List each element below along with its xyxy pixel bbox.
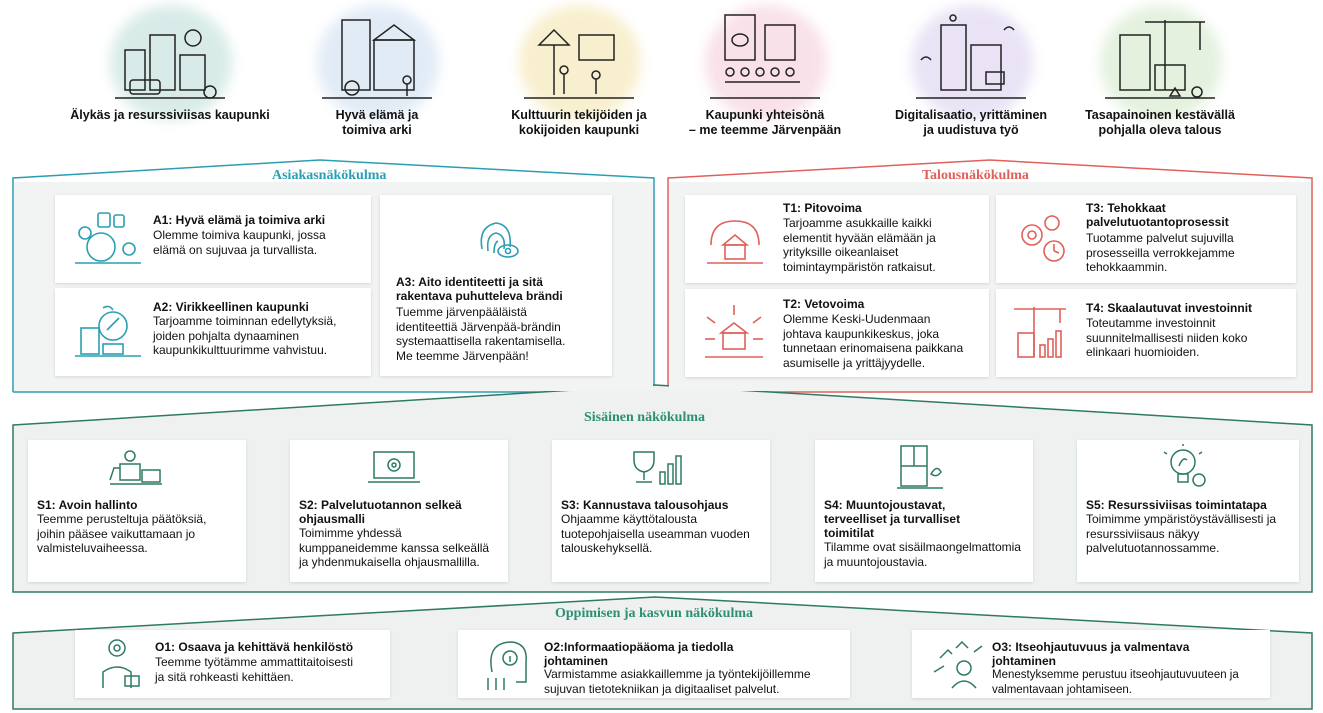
fingerprint-icon [480,222,519,258]
goal-community: Kaupunki yhteisönä – me teemme Järvenpää… [665,0,865,160]
card-o3: O3: Itseohjautuvuus ja valmentava johtam… [912,630,1270,698]
card-s3: S3: Kannustava talousohjaus Ohjaamme käy… [552,440,770,582]
card-text: Ohjaamme käyttötalousta tuotepohjaisella… [561,512,750,555]
card-title: S5: Resurssiviisas toimintatapa [1086,498,1267,512]
construction-crane-icon [1014,307,1066,358]
card-t3: T3: Tehokkaat palvelutuotantoprosessit T… [996,195,1296,283]
card-title: O2:Informaatiopääoma ja tiedolla johtami… [544,640,734,668]
card-s4: S4: Muuntojoustavat, terveelliset ja tur… [815,440,1033,582]
card-o1: O1: Osaava ja kehittävä henkilöstö Teemm… [75,630,390,698]
card-title: O1: Osaava ja kehittävä henkilöstö [155,640,354,654]
internal-perspective-title: Sisäinen näkökulma [584,410,705,425]
home-magnet-icon [707,220,763,264]
card-title: S3: Kannustava talousohjaus [561,498,729,512]
card-title: S2: Palvelutuotannon selkeä ohjausmalli [299,498,462,526]
card-text: Tuotamme palvelut sujuvilla prosesseilla… [1086,231,1235,274]
laptop-gear-icon [368,451,420,483]
card-text: Toteutamme investoinnit suunnitelmallise… [1086,316,1248,359]
card-text: Tilamme ovat sisäilmaongelmattomia ja mu… [824,540,1021,569]
card-s1: S1: Avoin hallinto Teemme perusteltuja p… [28,440,246,582]
card-o2: O2:Informaatiopääoma ja tiedolla johtami… [458,630,850,698]
goal-label: Hyvä elämä ja toimiva arki [335,108,419,137]
employee-icon [102,639,140,688]
attraction-icon [705,305,763,358]
card-t4: T4: Skaalautuvat investoinnit Toteutamme… [996,289,1296,377]
goal-digitalisation: Digitalisaatio, yrittäminen ja uudistuva… [871,0,1071,160]
card-text: Menestyksemme perustuu itseohjautuvuutee… [992,669,1239,696]
card-title: A3: Aito identiteetti ja sitä rakentava … [396,275,563,303]
card-text: Olemme Keski-Uudenmaan johtava kaupunkik… [783,312,964,370]
goal-economy: Tasapainoinen kestävällä pohjalla oleva … [1060,0,1260,160]
goal-smart-city: Älykäs ja resurssiviisas kaupunki [70,0,270,160]
digitalisation-icon [916,14,1026,99]
goal-label: Älykäs ja resurssiviisas kaupunki [70,108,270,122]
card-text: Varmistamme asiakkaillemme ja työntekijö… [544,667,811,696]
flexible-premises-icon [897,445,943,489]
card-text: Teemme työtämme ammattitaitoisesti ja si… [155,655,354,684]
card-text: Toimimme yhdessä kumppaneidemme kanssa s… [299,526,490,569]
customer-perspective-title: Asiakasnäkökulma [272,168,387,183]
goal-good-life: Hyvä elämä ja toimiva arki [277,0,477,160]
culture-icon [524,28,634,99]
card-text: Olemme toimiva kaupunki, jossa elämä on … [153,228,326,257]
learning-perspective-title: Oppimisen ja kasvun näkökulma [555,606,754,621]
lightbulb-leaf-icon [1163,444,1206,487]
card-title: S4: Muuntojoustavat, terveelliset ja tur… [824,498,961,540]
card-text: Tarjoamme asukkaille kaikki elementit hy… [783,216,936,274]
culture-city-icon [75,305,141,357]
information-head-icon [487,641,527,690]
card-t1: T1: Pitovoima Tarjoamme asukkaille kaikk… [685,195,989,283]
smart-city-icon [115,29,225,99]
card-s2: S2: Palvelutuotannon selkeä ohjausmalli … [290,440,508,582]
goal-label: Digitalisaatio, yrittäminen ja uudistuva… [894,108,1048,137]
card-a2: A2: Virikkeellinen kaupunki Tarjoamme to… [55,288,371,376]
goal-culture: Kulttuurin tekijöiden ja kokijoiden kaup… [479,0,679,160]
card-s5: S5: Resurssiviisas toimintatapa Toimimme… [1077,440,1299,582]
self-direction-icon [933,640,983,689]
card-a1: A1: Hyvä elämä ja toimiva arki Olemme to… [55,195,371,283]
card-t2: T2: Vetovoima Olemme Keski-Uudenmaan joh… [685,289,989,377]
community-icon [710,14,820,99]
card-title: A1: Hyvä elämä ja toimiva arki [153,213,326,227]
good-life-icon [322,19,432,99]
goal-label: Kulttuurin tekijöiden ja kokijoiden kaup… [511,108,647,137]
card-text: Tuemme järvenpääläistä identiteettiä Jär… [396,305,566,363]
economy-icon [1105,20,1215,99]
card-text: Tarjoamme toiminnan edellytyksiä, joiden… [153,314,337,357]
process-gears-icon [1021,215,1065,262]
goal-label: Kaupunki yhteisönä – me teemme Järvenpää… [688,108,842,137]
card-title: T1: Pitovoima [783,201,862,215]
finance-perspective-title: Talousnäkökulma [922,168,1029,183]
card-title: T2: Vetovoima [783,297,865,311]
trophy-chart-icon [633,451,682,485]
card-a3: A3: Aito identiteetti ja sitä rakentava … [380,195,612,376]
card-text: Teemme perusteltuja päätöksiä, joihin pä… [37,512,207,555]
family-life-icon [75,212,141,264]
goal-label: Tasapainoinen kestävällä pohjalla oleva … [1085,108,1235,137]
card-title: A2: Virikkeellinen kaupunki [153,300,309,314]
card-title: T4: Skaalautuvat investoinnit [1086,301,1253,315]
open-governance-icon [109,450,162,485]
card-title: S1: Avoin hallinto [37,498,138,512]
card-title: T3: Tehokkaat palvelutuotantoprosessit [1086,201,1229,229]
card-title: O3: Itseohjautuvuus ja valmentava johtam… [992,640,1190,668]
card-text: Toimimme ympäristöystävällisesti ja resu… [1086,512,1277,555]
